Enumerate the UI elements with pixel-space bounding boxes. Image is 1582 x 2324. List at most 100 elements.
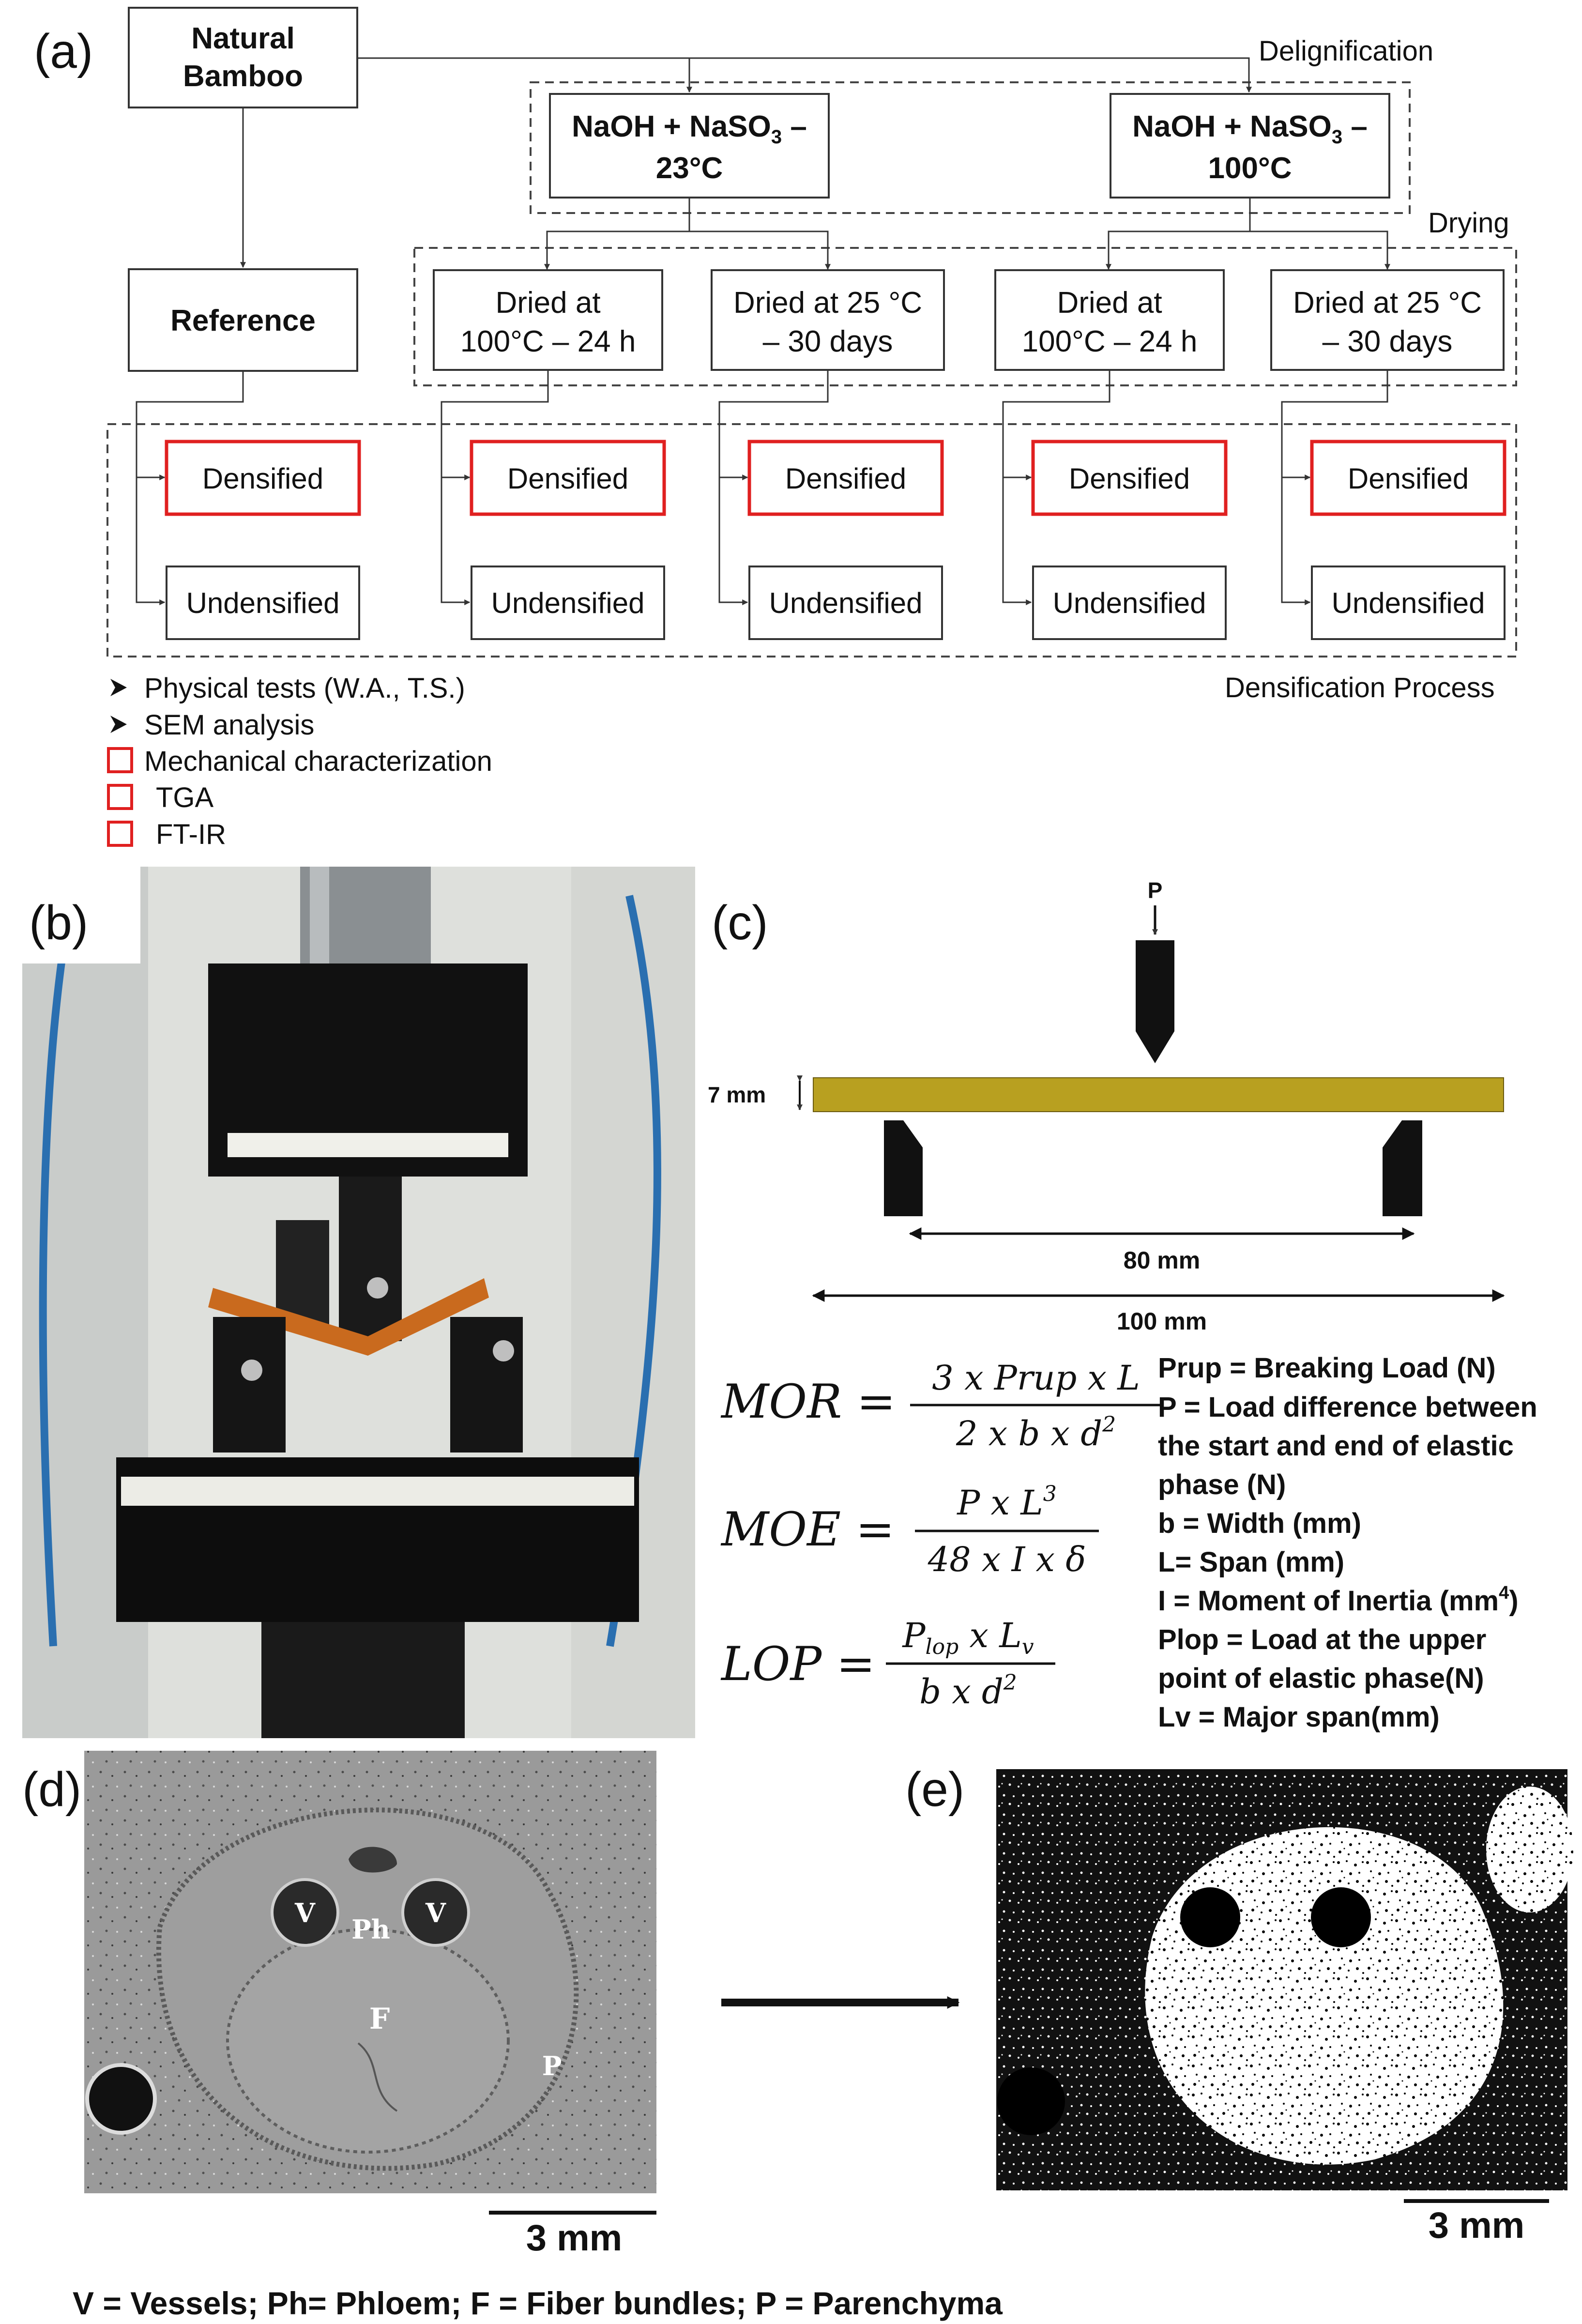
undensified-label-5: Undensified bbox=[1332, 587, 1485, 619]
mor-numerator: 3 x Prup x L bbox=[932, 1358, 1140, 1398]
definition-2: P = Load difference between bbox=[1158, 1391, 1537, 1423]
densified-box-1 bbox=[165, 440, 361, 516]
drying-group bbox=[413, 247, 1517, 386]
densified-box-5 bbox=[1310, 440, 1506, 516]
panel-label-c: (c) bbox=[712, 896, 768, 950]
sem-caption: V = Vessels; Ph= Phloem; F = Fiber bundl… bbox=[73, 2285, 1003, 2321]
natural-bamboo-line1: Natural bbox=[191, 22, 295, 55]
legend-arrow-icon-2 bbox=[110, 716, 127, 733]
lop-denominator: b x d2 bbox=[919, 1670, 1017, 1712]
dried-100-2-line1: Dried at bbox=[1057, 286, 1162, 320]
connector-ref-undensify bbox=[136, 477, 166, 605]
dried-25-2-line1: Dried at 25 °C bbox=[1293, 286, 1482, 320]
undensified-label-3: Undensified bbox=[769, 587, 923, 619]
densified-label-4: Densified bbox=[1069, 462, 1190, 495]
moe-denominator: 48 x I x δ bbox=[928, 1540, 1086, 1579]
connector-23-dried100 bbox=[544, 198, 690, 270]
legend-item-5: FT-IR bbox=[156, 819, 226, 850]
moe-numerator: P x L3 bbox=[956, 1482, 1057, 1523]
panel-label-e: (e) bbox=[905, 1762, 964, 1817]
dried-25-box-2 bbox=[1270, 269, 1505, 371]
connector-100-dried100 bbox=[1106, 198, 1251, 270]
panel-label-a: (a) bbox=[34, 24, 93, 78]
dried-25-box-1 bbox=[711, 269, 945, 371]
length-label: 100 mm bbox=[1117, 1308, 1207, 1335]
definition-9: point of elastic phase(N) bbox=[1158, 1663, 1484, 1694]
thickness-label: 7 mm bbox=[708, 1082, 766, 1107]
dried-100-1-line1: Dried at bbox=[495, 286, 600, 320]
treatment-100-formula: NaOH + NaSO3 – bbox=[1132, 110, 1368, 148]
densified-box-3 bbox=[747, 440, 944, 516]
sem-image-e bbox=[996, 1769, 1573, 2190]
undensified-label-4: Undensified bbox=[1053, 587, 1206, 619]
sem-label-p: P bbox=[542, 2050, 562, 2081]
legend-red-square-icon-5 bbox=[107, 821, 133, 847]
legend-red-square-icon-4 bbox=[107, 784, 133, 810]
dried-25-1-line2: – 30 days bbox=[763, 325, 893, 358]
sem-image-d bbox=[84, 1751, 656, 2193]
panel-label-b: (b) bbox=[29, 896, 88, 950]
densification-label: Densification Process bbox=[1225, 672, 1495, 703]
natural-bamboo-box bbox=[128, 7, 358, 108]
lop-equation: LOP = Plop x Lv b x d2 bbox=[720, 1616, 1055, 1712]
mor-lhs: MOR = bbox=[720, 1375, 896, 1429]
definition-10: Lv = Major span(mm) bbox=[1158, 1701, 1440, 1733]
moe-lhs: MOE = bbox=[720, 1502, 895, 1557]
support-right bbox=[1383, 1120, 1422, 1216]
connector-100-dried25 bbox=[1250, 230, 1390, 270]
undensified-box-2 bbox=[471, 566, 665, 640]
definition-5: b = Width (mm) bbox=[1158, 1508, 1361, 1539]
definition-4: phase (N) bbox=[1158, 1469, 1286, 1500]
lop-numerator: Plop x Lv bbox=[901, 1616, 1034, 1659]
testing-machine-photo bbox=[0, 867, 695, 1738]
legend-item-3: Mechanical characterization bbox=[144, 746, 492, 777]
sem-label-f: F bbox=[369, 2002, 390, 2036]
undensified-box-3 bbox=[748, 566, 943, 640]
dried-25-2-line2: – 30 days bbox=[1323, 325, 1453, 358]
densified-label-2: Densified bbox=[507, 462, 628, 495]
legend-red-square-icon-3 bbox=[107, 747, 133, 773]
connector-23-dried25 bbox=[689, 230, 831, 270]
connector-d4-densify bbox=[1281, 370, 1388, 480]
connector-d1-undensify bbox=[441, 477, 471, 605]
undensified-label-2: Undensified bbox=[491, 587, 645, 619]
definitions: Prup = Breaking Load (N) P = Load differ… bbox=[1158, 1352, 1537, 1733]
legend-item-1: Physical tests (W.A., T.S.) bbox=[144, 673, 465, 704]
definition-6: L= Span (mm) bbox=[1158, 1546, 1344, 1578]
connector-d2-densify bbox=[718, 370, 829, 480]
densified-label-3: Densified bbox=[785, 462, 906, 495]
moe-equation: MOE = P x L3 48 x I x δ bbox=[720, 1482, 1099, 1579]
natural-bamboo-line2: Bamboo bbox=[183, 60, 303, 93]
undensified-label-1: Undensified bbox=[186, 587, 340, 619]
drying-label: Drying bbox=[1428, 207, 1509, 239]
delignification-group bbox=[530, 81, 1411, 214]
legend: Physical tests (W.A., T.S.) SEM analysis… bbox=[107, 673, 492, 850]
connector-d4-undensify bbox=[1281, 477, 1311, 605]
support-left bbox=[884, 1120, 923, 1216]
densified-box-4 bbox=[1031, 440, 1228, 516]
legend-item-2: SEM analysis bbox=[144, 709, 314, 741]
sem-label-v-right: V bbox=[425, 1897, 446, 1928]
densification-group bbox=[106, 423, 1517, 657]
undensified-box-5 bbox=[1311, 566, 1506, 640]
definition-8: Plop = Load at the upper bbox=[1158, 1624, 1486, 1655]
treatment-23-formula: NaOH + NaSO3 – bbox=[572, 110, 807, 148]
densified-box-2 bbox=[470, 440, 666, 516]
densified-label-5: Densified bbox=[1348, 462, 1469, 495]
treatment-23-temp: 23°C bbox=[656, 152, 723, 185]
undensified-box-1 bbox=[166, 566, 360, 640]
connector-bamboo-100 bbox=[689, 57, 1252, 93]
beam-specimen bbox=[813, 1077, 1504, 1112]
legend-item-4: TGA bbox=[156, 782, 214, 813]
dried-100-1-line2: 100°C – 24 h bbox=[460, 325, 636, 358]
mor-equation: MOR = 3 x Prup x L 2 x b x d2 bbox=[720, 1358, 1162, 1453]
connector-d3-undensify bbox=[1002, 477, 1032, 605]
sem-label-ph: Ph bbox=[351, 1914, 390, 1945]
connector-d3-densify bbox=[1002, 370, 1110, 480]
treatment-100-temp: 100°C bbox=[1208, 152, 1292, 185]
dried-25-1-line1: Dried at 25 °C bbox=[733, 286, 922, 320]
panel-label-d: (d) bbox=[22, 1762, 81, 1817]
mor-denominator: 2 x b x d2 bbox=[956, 1412, 1116, 1453]
delignification-label: Delignification bbox=[1259, 35, 1433, 67]
